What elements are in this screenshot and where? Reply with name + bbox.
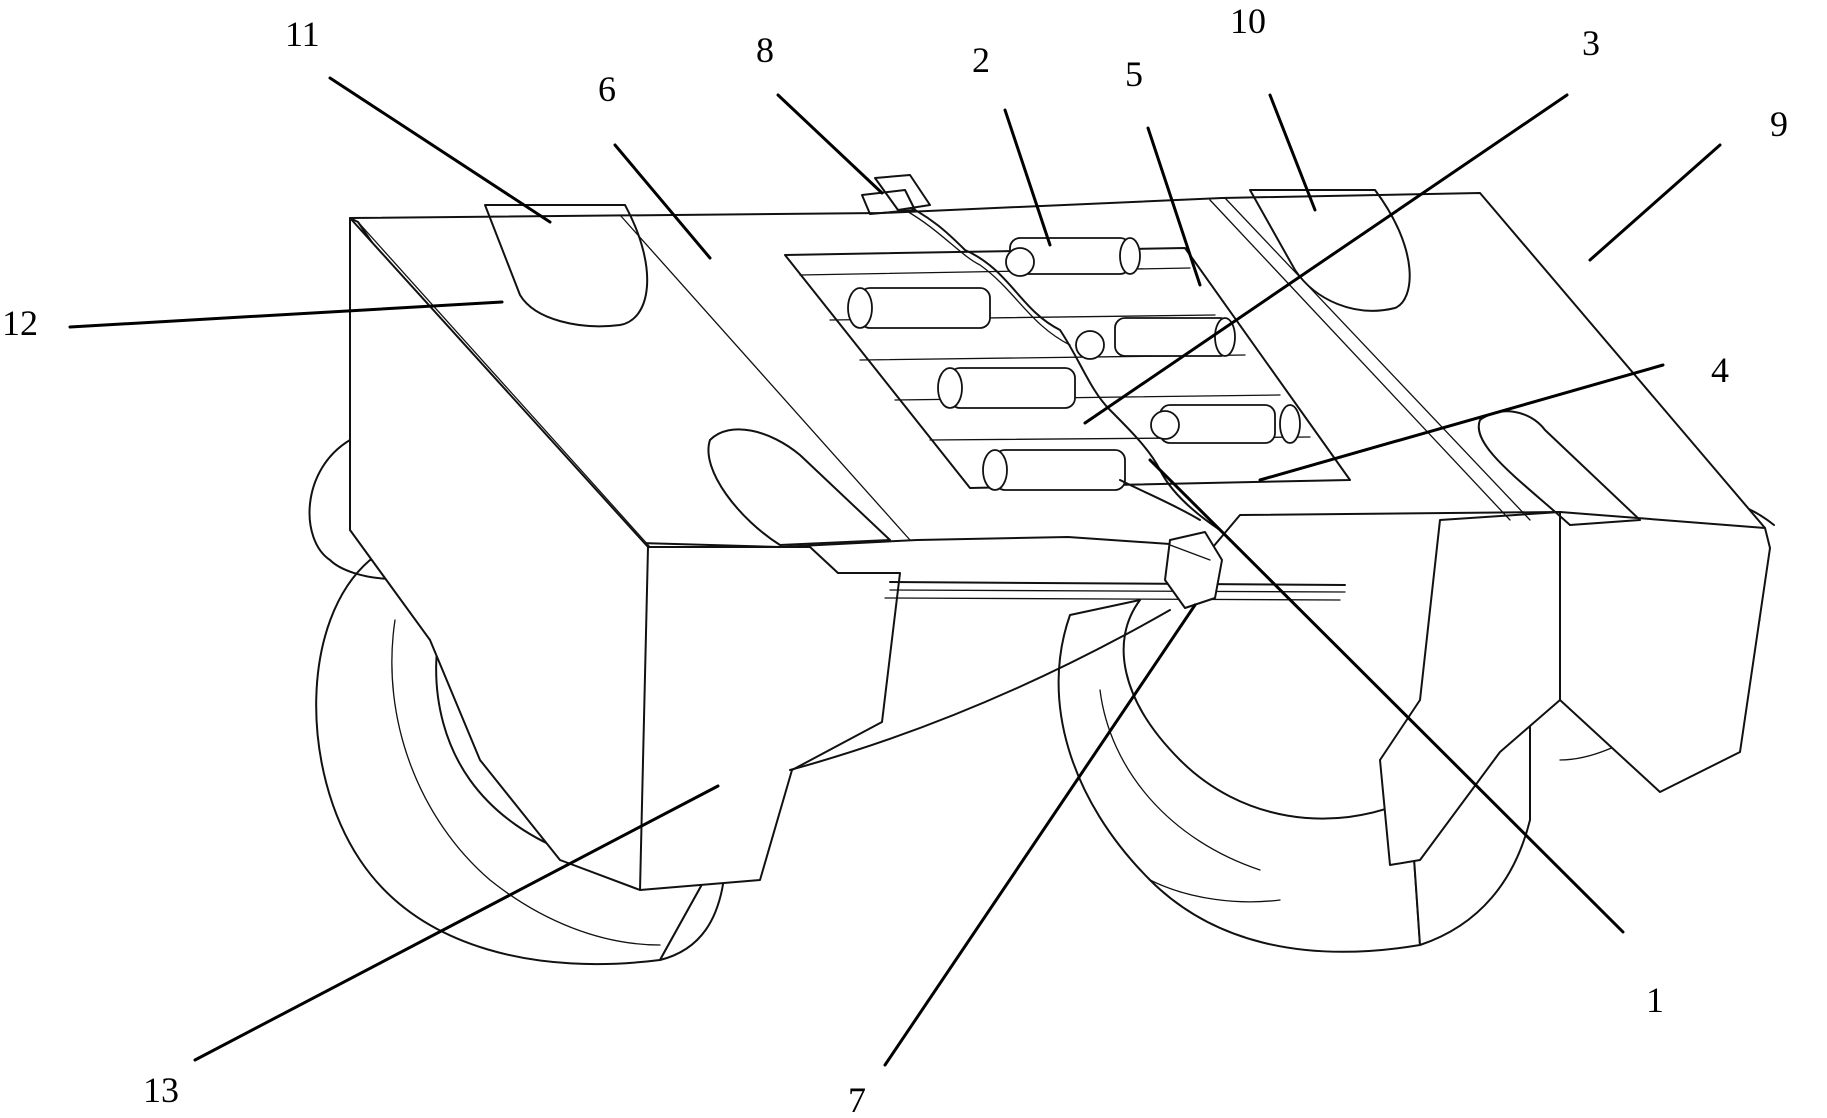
leader-8	[776, 93, 884, 195]
callout-7: 7	[848, 1080, 866, 1118]
leader-10	[1268, 93, 1317, 212]
leader-lines	[68, 76, 1722, 1067]
callout-4: 4	[1711, 350, 1729, 390]
callout-11: 11	[285, 14, 320, 54]
leader-2	[1003, 108, 1052, 247]
linkage-chain	[894, 199, 1221, 531]
callout-8: 8	[756, 30, 774, 70]
leader-12	[68, 300, 504, 329]
roller	[847, 287, 991, 329]
callout-1: 1	[1646, 980, 1664, 1020]
leader-4	[1258, 363, 1665, 482]
callout-3: 3	[1582, 23, 1600, 63]
callout-9: 9	[1770, 104, 1788, 144]
callout-6: 6	[598, 69, 616, 109]
leader-1	[1148, 458, 1625, 934]
adjusting-screw-front	[1164, 531, 1223, 609]
roller	[1159, 404, 1301, 444]
callout-5: 5	[1125, 54, 1143, 94]
roller	[937, 367, 1076, 409]
guide-slots	[484, 189, 1641, 546]
leader-9	[1588, 143, 1722, 262]
leader-5	[1146, 126, 1202, 287]
callout-labels: 1 2 3 4 5 6 7 8 9 10 11 12 13	[2, 1, 1788, 1118]
callout-2: 2	[972, 40, 990, 80]
roller	[1114, 317, 1236, 357]
roller	[982, 449, 1126, 491]
callout-10: 10	[1230, 1, 1266, 41]
leader-7	[883, 603, 1197, 1067]
leader-6	[613, 143, 712, 260]
callout-13: 13	[143, 1070, 179, 1110]
leader-13	[193, 784, 720, 1062]
rollers	[847, 237, 1301, 491]
callout-12: 12	[2, 303, 38, 343]
adjusting-screw-top	[861, 174, 931, 215]
leader-11	[328, 76, 552, 224]
leader-3	[1083, 93, 1569, 425]
